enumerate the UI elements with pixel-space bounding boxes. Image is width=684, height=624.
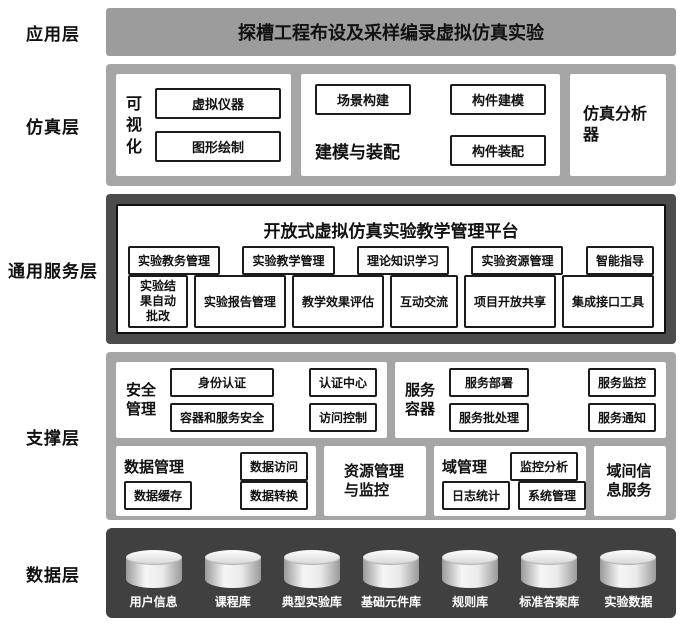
layer-label-data: 数据层 <box>26 565 80 586</box>
interdomain-box: 域间信息服务 <box>594 446 666 516</box>
data-mgmt-title: 数据管理 <box>124 458 185 476</box>
module-box-service-monitor: 服务监控 <box>587 368 656 397</box>
service-container-title: 服务容器 <box>405 380 436 419</box>
database-experiment-data: 实验数据 <box>589 538 668 610</box>
layer-label-simulation: 仿真层 <box>26 117 80 138</box>
modeling-bottom-row: 建模与装配 构件装配 <box>315 135 546 166</box>
layer-label-application: 应用层 <box>26 24 80 45</box>
support-bottom-row: 数据管理 数据访问 数据缓存 数据转换 资源管理与监控 域管理 监控分析 <box>116 446 666 516</box>
modeling-assembly-box: 场景构建 构件建模 建模与装配 构件装配 <box>301 74 560 176</box>
resource-monitor-box: 资源管理与监控 <box>324 446 426 516</box>
module-box-service-batch: 服务批处理 <box>449 403 530 432</box>
visualization-title: 可视化 <box>126 93 143 156</box>
module-box-log-stats: 日志统计 <box>442 481 511 510</box>
module-box-teaching-mgmt: 实验教学管理 <box>242 246 335 275</box>
service-layer-row: 通用服务层 开放式虚拟仿真实验教学管理平台 实验教务管理 实验教学管理 理论知识… <box>0 194 676 344</box>
module-box-effect-eval: 教学效果评估 <box>291 275 384 328</box>
interdomain-title: 域间信息服务 <box>606 461 652 500</box>
database-basic-component-lib: 基础元件库 <box>351 538 430 610</box>
module-box-open-sharing: 项目开放共享 <box>463 275 556 328</box>
application-layer-row: 应用层 探槽工程布设及采样编录虚拟仿真实验 <box>0 8 676 56</box>
module-box-interaction: 互动交流 <box>389 275 458 328</box>
data-layer-row: 数据层 用户信息 课程库 典型实验库 基础元件库 规则库 <box>0 528 676 618</box>
service-container-grid: 服务部署 服务监控 服务批处理 服务通知 <box>449 368 656 432</box>
layer-label-service: 通用服务层 <box>8 261 98 282</box>
domain-mgmt-top: 域管理 监控分析 <box>442 452 578 481</box>
module-box-scene-build: 场景构建 <box>315 84 411 115</box>
module-box-resource-mgmt: 实验资源管理 <box>471 246 564 275</box>
data-mgmt-top: 数据管理 数据访问 <box>124 452 308 481</box>
analyzer-box: 仿真分析器 <box>570 74 666 176</box>
module-box-data-convert: 数据转换 <box>239 481 308 510</box>
domain-mgmt-bottom: 日志统计 系统管理 <box>442 481 587 510</box>
service-row-1: 实验教务管理 实验教学管理 理论知识学习 实验资源管理 智能指导 <box>128 246 654 275</box>
module-box-service-deploy: 服务部署 <box>449 368 530 397</box>
module-box-component-modeling: 构件建模 <box>450 84 546 115</box>
data-container: 用户信息 课程库 典型实验库 基础元件库 规则库 标准答案库 <box>106 528 676 618</box>
module-box-component-assembly: 构件装配 <box>450 135 546 166</box>
module-box-system-mgmt: 系统管理 <box>518 481 587 510</box>
domain-mgmt-title: 域管理 <box>442 458 488 476</box>
database-icon <box>283 550 340 588</box>
database-icon <box>125 550 182 588</box>
module-box-integration-tools: 集成接口工具 <box>561 275 654 328</box>
module-box-report-mgmt: 实验报告管理 <box>193 275 286 328</box>
platform-box: 开放式虚拟仿真实验教学管理平台 实验教务管理 实验教学管理 理论知识学习 实验资… <box>116 204 666 334</box>
module-box-data-cache: 数据缓存 <box>124 481 193 510</box>
database-label: 课程库 <box>214 595 251 609</box>
database-label: 基础元件库 <box>360 595 421 609</box>
database-icon <box>442 550 499 588</box>
module-box-exam-affairs: 实验教务管理 <box>128 246 221 275</box>
database-icon <box>204 550 261 588</box>
module-box-smart-guidance: 智能指导 <box>585 246 654 275</box>
analyzer-title: 仿真分析器 <box>583 104 648 144</box>
database-label: 规则库 <box>452 595 489 609</box>
database-typical-exp-lib: 典型实验库 <box>272 538 351 610</box>
module-box-access-control: 访问控制 <box>308 403 377 432</box>
security-mgmt-grid: 身份认证 认证中心 容器和服务安全 访问控制 <box>170 368 377 432</box>
database-course-lib: 课程库 <box>193 538 272 610</box>
module-box-auth-center: 认证中心 <box>308 368 377 397</box>
module-box-virtual-instrument: 虚拟仪器 <box>155 88 281 119</box>
module-box-data-access: 数据访问 <box>239 452 308 481</box>
service-row-2: 实验结果自动批改 实验报告管理 教学效果评估 互动交流 项目开放共享 集成接口工… <box>128 275 654 328</box>
database-icon <box>521 550 578 588</box>
module-box-identity-auth: 身份认证 <box>170 368 275 397</box>
data-mgmt-box: 数据管理 数据访问 数据缓存 数据转换 <box>116 446 316 516</box>
module-box-theory-learning: 理论知识学习 <box>356 246 449 275</box>
database-icon <box>600 550 657 588</box>
application-banner: 探槽工程布设及采样编录虚拟仿真实验 <box>106 8 676 56</box>
support-top-row: 安全管理 身份认证 认证中心 容器和服务安全 访问控制 服务容器 服务部署 服务… <box>116 362 666 438</box>
module-box-graphics-drawing: 图形绘制 <box>155 131 281 162</box>
database-standard-answer-lib: 标准答案库 <box>510 538 589 610</box>
database-label: 标准答案库 <box>519 595 580 609</box>
data-mgmt-bottom: 数据缓存 数据转换 <box>124 481 308 510</box>
modeling-top-row: 场景构建 构件建模 <box>315 84 546 115</box>
database-label: 用户信息 <box>129 595 178 609</box>
database-label: 典型实验库 <box>281 595 342 609</box>
simulation-container: 可视化 虚拟仪器 图形绘制 场景构建 构件建模 建模与装配 构件装配 仿真分析器 <box>106 64 676 186</box>
resource-monitor-title: 资源管理与监控 <box>344 461 405 500</box>
layer-label-support: 支撑层 <box>26 428 80 449</box>
security-mgmt-box: 安全管理 身份认证 认证中心 容器和服务安全 访问控制 <box>116 362 387 438</box>
visualization-box: 可视化 虚拟仪器 图形绘制 <box>116 74 291 176</box>
service-container-box: 服务容器 服务部署 服务监控 服务批处理 服务通知 <box>395 362 666 438</box>
service-container: 开放式虚拟仿真实验教学管理平台 实验教务管理 实验教学管理 理论知识学习 实验资… <box>106 194 676 344</box>
domain-mgmt-box: 域管理 监控分析 日志统计 系统管理 <box>434 446 587 516</box>
database-rule-lib: 规则库 <box>431 538 510 610</box>
module-box-container-security: 容器和服务安全 <box>170 403 275 432</box>
simulation-layer-row: 仿真层 可视化 虚拟仪器 图形绘制 场景构建 构件建模 建模与装配 构件装配 <box>0 64 676 186</box>
security-mgmt-title: 安全管理 <box>126 380 157 419</box>
database-user-info: 用户信息 <box>114 538 193 610</box>
support-layer-row: 支撑层 安全管理 身份认证 认证中心 容器和服务安全 访问控制 服务容器 服务部… <box>0 352 676 520</box>
module-box-auto-grading: 实验结果自动批改 <box>128 275 188 328</box>
module-box-monitor-analysis: 监控分析 <box>509 452 578 481</box>
module-box-service-notify: 服务通知 <box>587 403 656 432</box>
visualization-items: 虚拟仪器 图形绘制 <box>155 82 281 168</box>
modeling-title: 建模与装配 <box>315 143 400 163</box>
database-icon <box>362 550 419 588</box>
database-label: 实验数据 <box>604 595 653 609</box>
support-container: 安全管理 身份认证 认证中心 容器和服务安全 访问控制 服务容器 服务部署 服务… <box>106 352 676 520</box>
platform-title: 开放式虚拟仿真实验教学管理平台 <box>263 222 519 242</box>
